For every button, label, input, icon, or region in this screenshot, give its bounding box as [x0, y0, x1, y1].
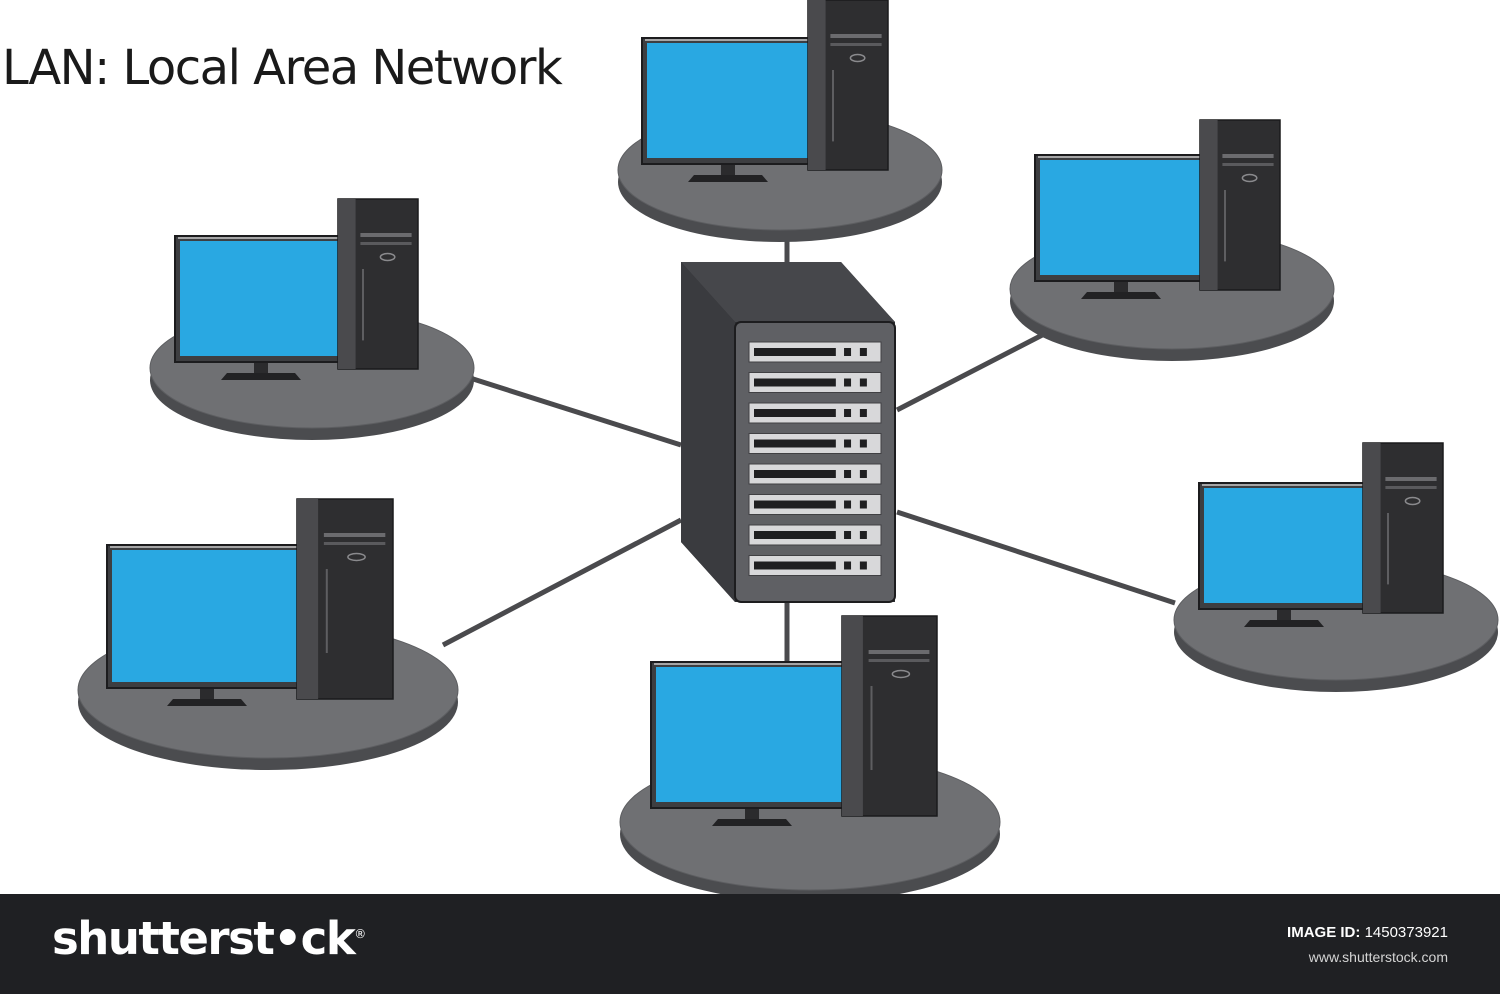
server-drive-light — [844, 409, 852, 417]
server-side — [681, 262, 735, 602]
tower-power-button — [347, 552, 366, 562]
tower-drive-bay — [868, 650, 930, 654]
server-drive-slot — [754, 439, 836, 448]
logo-text: shutterst•ck — [52, 912, 356, 965]
tower-drive-bay — [868, 659, 930, 662]
server-top — [681, 262, 895, 322]
monitor-foot — [221, 373, 301, 380]
server-drive-slot — [754, 531, 836, 539]
tower-side — [1200, 120, 1218, 290]
workstation-top — [617, 0, 943, 242]
server-drive-light — [859, 470, 867, 478]
registered-mark: ® — [354, 927, 366, 941]
tower-side — [842, 616, 863, 816]
monitor-neck — [721, 162, 735, 176]
monitor-foot — [167, 699, 247, 706]
tower-drive-bay — [1222, 154, 1274, 158]
monitor-foot — [688, 175, 768, 182]
server-drive-light — [844, 470, 852, 478]
tower-side — [297, 499, 319, 699]
tower-power-button — [849, 53, 866, 63]
tower-drive-bay — [830, 43, 882, 46]
monitor-screen — [656, 667, 848, 802]
image-id-label: IMAGE ID: — [1287, 924, 1361, 941]
monitor-foot — [712, 819, 792, 826]
workstation-bottom-left — [77, 498, 459, 770]
server-drive-light — [844, 378, 852, 387]
tower-side — [1363, 443, 1381, 613]
server-drive-light — [844, 561, 852, 570]
monitor-screen — [180, 241, 342, 356]
watermark-footer: shutterst•ck® IMAGE ID: 1450373921 www.s… — [0, 894, 1500, 994]
tower-drive-bay — [830, 34, 882, 38]
central-server — [681, 262, 896, 603]
tower-ports — [870, 686, 873, 770]
tower-power-button — [1404, 496, 1421, 506]
site-url: www.shutterstock.com — [1308, 949, 1448, 965]
tower-power-button — [1241, 173, 1258, 183]
monitor-neck — [745, 806, 759, 820]
server-drive-light — [844, 531, 852, 539]
tower-drive-bay — [1385, 477, 1437, 481]
monitor-neck — [1277, 607, 1291, 621]
tower-ports — [1387, 513, 1389, 585]
server-drive-light — [844, 500, 852, 509]
lan-diagram — [77, 0, 1499, 894]
tower-power-button — [379, 252, 396, 262]
tower-drive-bay — [323, 542, 386, 545]
workstation-top-left — [149, 198, 475, 440]
server-drive-slot — [754, 561, 836, 570]
network-link — [896, 509, 1176, 606]
server-drive-slot — [754, 470, 836, 478]
tower-drive-bay — [1222, 163, 1274, 166]
server-drive-light — [859, 348, 867, 356]
network-link — [469, 375, 682, 448]
monitor-neck — [200, 686, 214, 700]
tower-ports — [1224, 190, 1226, 262]
shutterstock-logo: shutterst•ck® — [52, 912, 366, 966]
workstation-right — [1173, 442, 1499, 692]
tower-side — [338, 199, 356, 369]
server-drive-slot — [754, 409, 836, 417]
tower-drive-bay — [1385, 486, 1437, 489]
server-drive-light — [859, 561, 867, 570]
network-link — [895, 327, 1054, 413]
tower-power-button — [891, 669, 911, 679]
image-id-line: IMAGE ID: 1450373921 — [1287, 924, 1448, 941]
workstation-bottom — [619, 615, 1001, 894]
monitor-foot — [1081, 292, 1161, 299]
server-drive-light — [859, 378, 867, 387]
server-drive-light — [844, 348, 852, 356]
monitor-neck — [254, 360, 268, 374]
workstation-top-right — [1009, 119, 1335, 361]
tower-ports — [362, 269, 364, 341]
monitor-foot — [1244, 620, 1324, 627]
server-drive-light — [844, 439, 852, 448]
server-drive-slot — [754, 348, 836, 356]
tower-drive-bay — [323, 533, 386, 537]
server-drive-light — [859, 531, 867, 539]
monitor-screen — [647, 43, 809, 158]
monitor-screen — [1204, 488, 1364, 603]
server-drive-light — [859, 500, 867, 509]
tower-drive-bay — [360, 233, 412, 237]
monitor-neck — [1114, 279, 1128, 293]
tower-side — [808, 0, 826, 170]
image-id-value: 1450373921 — [1364, 924, 1448, 941]
server-drive-slot — [754, 500, 836, 509]
tower-ports — [832, 70, 834, 142]
network-link — [441, 517, 683, 648]
tower-ports — [325, 569, 328, 653]
server-drive-slot — [754, 378, 836, 387]
monitor-screen — [112, 550, 302, 682]
server-drive-light — [859, 409, 867, 417]
tower-drive-bay — [360, 242, 412, 245]
server-drive-light — [859, 439, 867, 448]
monitor-screen — [1040, 160, 1202, 275]
diagram-title: LAN: Local Area Network — [2, 40, 563, 96]
